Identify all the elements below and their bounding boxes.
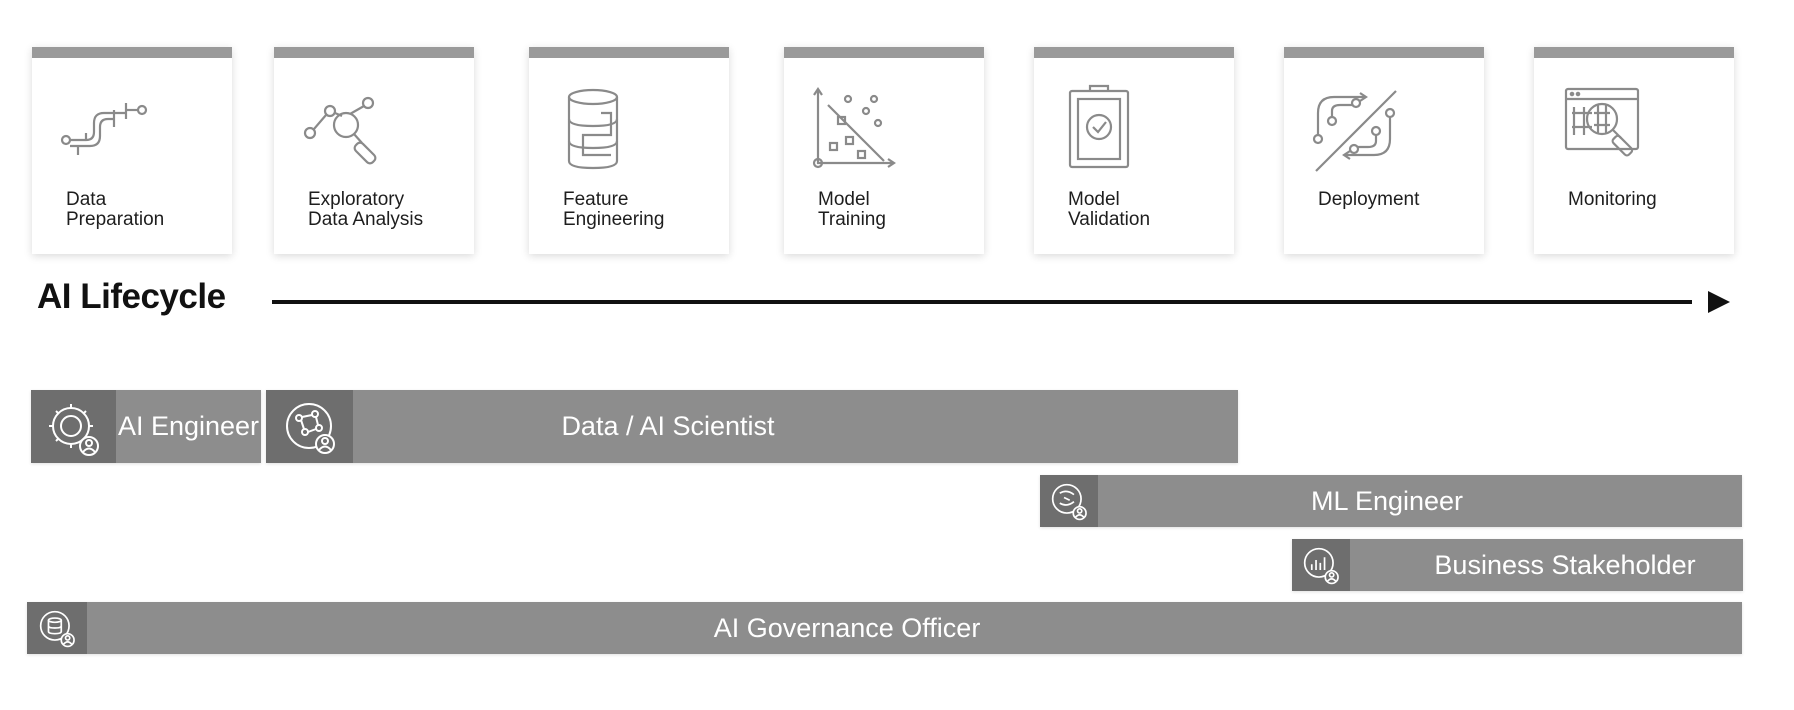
role-bar-ai-governance-officer: AI Governance Officer: [27, 602, 1742, 654]
lifecycle-title: AI Lifecycle: [37, 277, 226, 316]
stage-top-bar: [1534, 47, 1734, 58]
stage-label-line-2: Preparation: [66, 209, 165, 230]
stage-top-bar: [274, 47, 474, 58]
stage-label: Deployment: [1318, 190, 1478, 210]
graph-magnifier-icon: [303, 96, 377, 165]
stage-label: Model Validation: [1068, 190, 1228, 230]
stage-label-line-2: Validation: [1068, 209, 1151, 230]
stage-label: Model Training: [818, 190, 978, 230]
stage-top-bar: [1284, 47, 1484, 58]
role-label: AI Engineer: [117, 411, 260, 441]
stage-label-line-1: Monitoring: [1568, 189, 1657, 210]
database-icon: [567, 88, 619, 170]
chart-user-icon: [1303, 547, 1339, 585]
stage-top-bar: [784, 47, 984, 58]
stage-label: Exploratory Data Analysis: [308, 190, 468, 230]
stage-label: Data Preparation: [66, 190, 226, 230]
stage-card-exploratory-data-analysis: Exploratory Data Analysis: [274, 47, 474, 254]
stage-label-line-1: Exploratory: [308, 189, 405, 210]
stage-card-model-validation: Model Validation: [1034, 47, 1234, 254]
stage-label-line-1: Data: [66, 189, 107, 210]
role-icon-box: [31, 390, 116, 463]
stage-label-line-2: Training: [818, 209, 886, 230]
role-bar-ml-engineer: ML Engineer: [1040, 475, 1742, 527]
role-label: ML Engineer: [1310, 485, 1464, 516]
role-label: Data / AI Scientist: [561, 411, 775, 441]
role-bar-business-stakeholder: Business Stakeholder: [1292, 539, 1743, 591]
role-label: AI Governance Officer: [713, 612, 981, 643]
stage-label-line-1: Model: [1068, 189, 1120, 210]
role-bar-data-ai-scientist: Data / AI Scientist: [266, 390, 1238, 463]
scatter-plot-icon: [812, 87, 896, 169]
monitor-search-icon: [1564, 87, 1640, 157]
stage-card-feature-engineering: Feature Engineering: [529, 47, 729, 254]
stage-top-bar: [32, 47, 232, 58]
role-bar-ai-engineer: AI Engineer: [31, 390, 261, 463]
stage-label-line-1: Model: [818, 189, 870, 210]
stage-card-data-preparation: Data Preparation: [32, 47, 232, 254]
role-label: Business Stakeholder: [1434, 549, 1696, 580]
stage-label-line-1: Deployment: [1318, 189, 1420, 210]
stage-top-bar: [529, 47, 729, 58]
stage-label: Feature Engineering: [563, 190, 723, 230]
stage-card-monitoring: Monitoring: [1534, 47, 1734, 254]
role-icon-box: [27, 602, 87, 654]
network-user-icon: [285, 402, 335, 454]
role-icon-box: [1292, 539, 1350, 591]
model-user-icon: [1051, 483, 1087, 521]
stage-label: Monitoring: [1568, 190, 1728, 210]
gear-wrench-user-icon: [48, 403, 99, 456]
clipboard-check-icon: [1068, 84, 1130, 169]
database-user-icon: [39, 610, 75, 648]
stage-label-line-1: Feature: [563, 189, 629, 210]
timeline-arrow-head: [1708, 291, 1730, 313]
stage-label-line-2: Engineering: [563, 209, 665, 230]
pipeline-icon: [60, 103, 148, 155]
role-icon-box: [1040, 475, 1098, 527]
stage-top-bar: [1034, 47, 1234, 58]
deploy-circuit-icon: [1312, 90, 1397, 172]
stage-label-line-2: Data Analysis: [308, 209, 424, 230]
stage-card-model-training: Model Training: [784, 47, 984, 254]
timeline-arrow-line: [272, 300, 1692, 304]
stage-card-deployment: Deployment: [1284, 47, 1484, 254]
role-icon-box: [266, 390, 353, 463]
